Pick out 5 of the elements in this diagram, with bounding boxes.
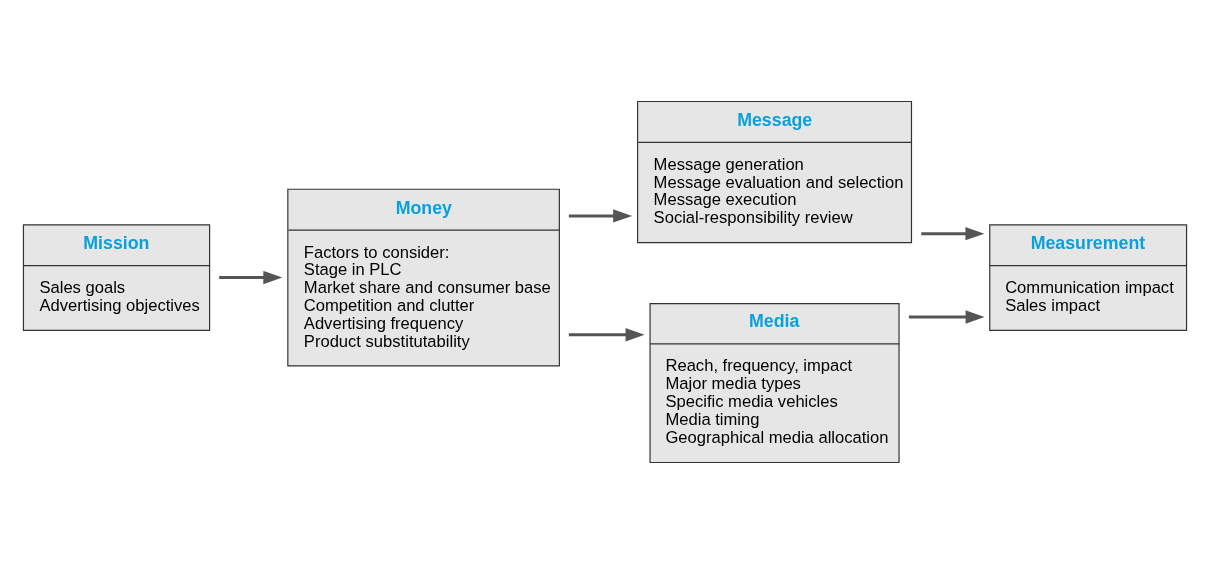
arrow: [219, 270, 283, 285]
arrow: [568, 328, 645, 342]
arrow: [921, 227, 985, 241]
arrow: [568, 209, 633, 223]
arrow: [908, 310, 985, 324]
